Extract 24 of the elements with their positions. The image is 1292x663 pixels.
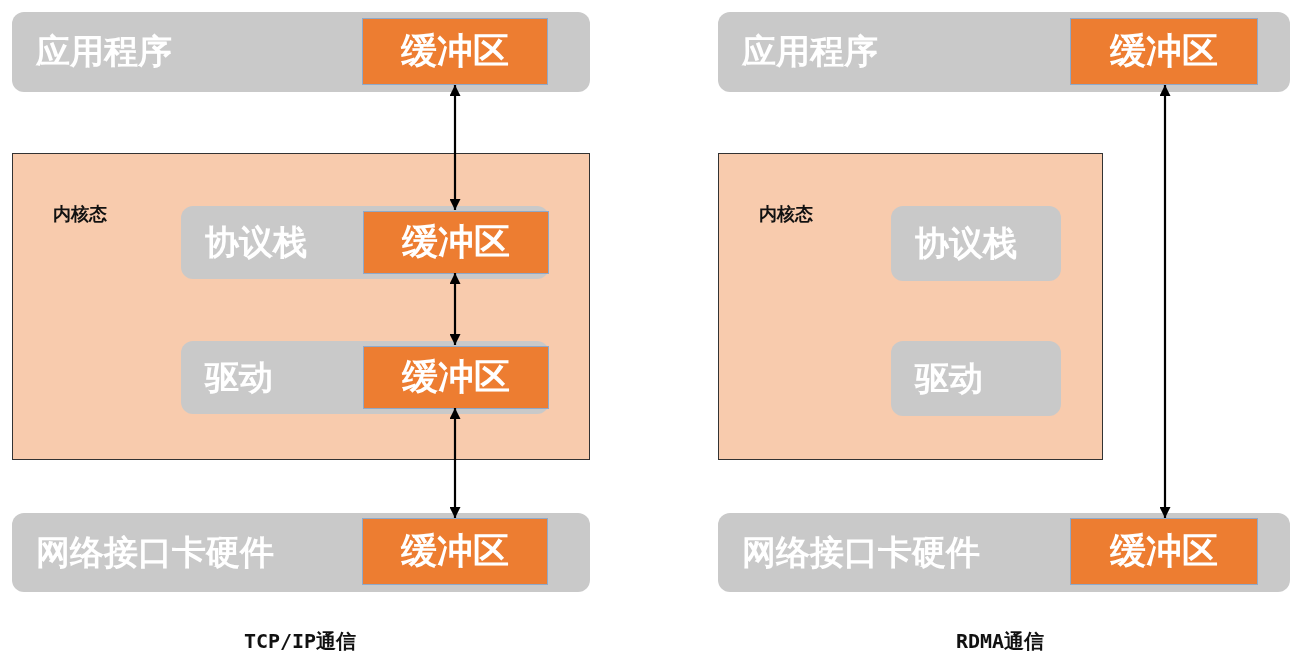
layer-band	[718, 513, 1290, 592]
buffer-box: 缓冲区	[363, 346, 549, 409]
layer-band	[12, 12, 590, 92]
kernel-panel	[12, 153, 590, 460]
buffer-box: 缓冲区	[1070, 18, 1258, 85]
panel-heading: 内核态	[759, 202, 813, 226]
buffer-box: 缓冲区	[363, 211, 549, 274]
layer-band	[12, 513, 590, 592]
layer-band	[181, 206, 549, 279]
diagram-caption: TCP/IP通信	[243, 628, 357, 655]
panel-heading: 内核态	[53, 202, 107, 226]
buffer-box: 缓冲区	[1070, 518, 1258, 585]
double-arrow	[449, 408, 461, 518]
buffer-box: 缓冲区	[362, 518, 548, 585]
double-arrow	[449, 273, 461, 345]
kernel-panel	[718, 153, 1103, 460]
buffer-box: 缓冲区	[362, 18, 548, 85]
layer-band	[181, 341, 549, 414]
layer-band	[891, 206, 1061, 281]
layer-band	[718, 12, 1290, 92]
diagram-caption: RDMA通信	[955, 628, 1045, 655]
double-arrow	[449, 85, 461, 210]
layer-band	[891, 341, 1061, 416]
double-arrow	[1159, 85, 1171, 518]
